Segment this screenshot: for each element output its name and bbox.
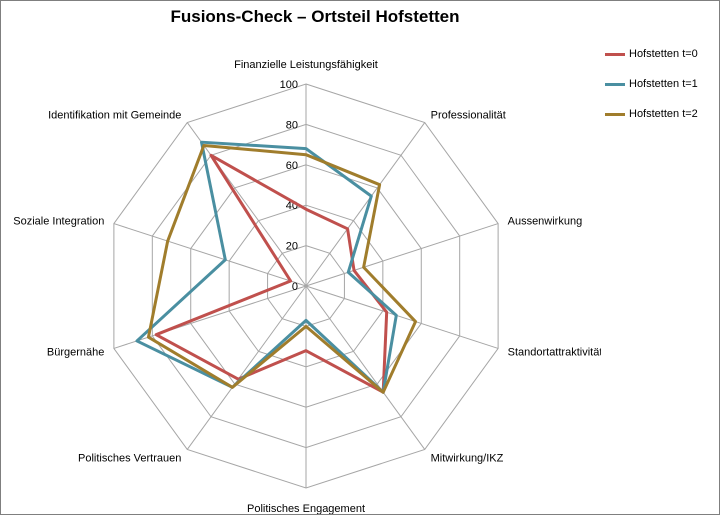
category-label: Professionalität: [431, 109, 506, 121]
tick-label: 20: [286, 241, 298, 253]
legend-swatch: [605, 82, 625, 86]
axis-spoke: [305, 223, 499, 287]
chart-title: Fusions-Check – Ortsteil Hofstetten: [170, 7, 460, 26]
category-label: Mitwirkung/IKZ: [431, 453, 504, 465]
legend-label: Hofstetten t=0: [629, 48, 698, 60]
legend-swatch: [605, 52, 625, 56]
legend-swatch: [605, 112, 625, 116]
tick-label: 100: [280, 79, 298, 91]
series-line: [135, 140, 398, 394]
legend-item: Hofstetten t=0: [605, 47, 717, 61]
tick-label: 60: [286, 160, 298, 172]
axis-spoke: [305, 285, 499, 349]
category-label: Aussenwirkung: [508, 215, 583, 227]
axis-spoke: [305, 122, 426, 287]
axis-spoke: [113, 223, 307, 287]
category-label: Bürgernähe: [47, 347, 105, 359]
category-label: Politisches Vertrauen: [78, 453, 181, 465]
axis-spoke: [186, 122, 307, 287]
tick-label: 80: [286, 119, 298, 131]
category-label: Finanzielle Leistungsfähigkeit: [234, 59, 378, 71]
legend-label: Hofstetten t=2: [629, 108, 698, 120]
category-label: Politisches Engagement: [247, 503, 365, 514]
axis-spoke: [186, 285, 307, 450]
category-label: Standortattraktivität: [508, 347, 601, 359]
legend-item: Hofstetten t=2: [605, 107, 717, 121]
axis-spoke: [113, 285, 307, 349]
legend-label: Hofstetten t=1: [629, 78, 698, 90]
axis-spoke: [305, 285, 426, 450]
category-label: Soziale Integration: [13, 215, 104, 227]
tick-label: 0: [292, 281, 298, 293]
legend-item: Hofstetten t=1: [605, 77, 717, 91]
series-line: [146, 143, 418, 394]
category-label: Identifikation mit Gemeinde: [48, 109, 181, 121]
